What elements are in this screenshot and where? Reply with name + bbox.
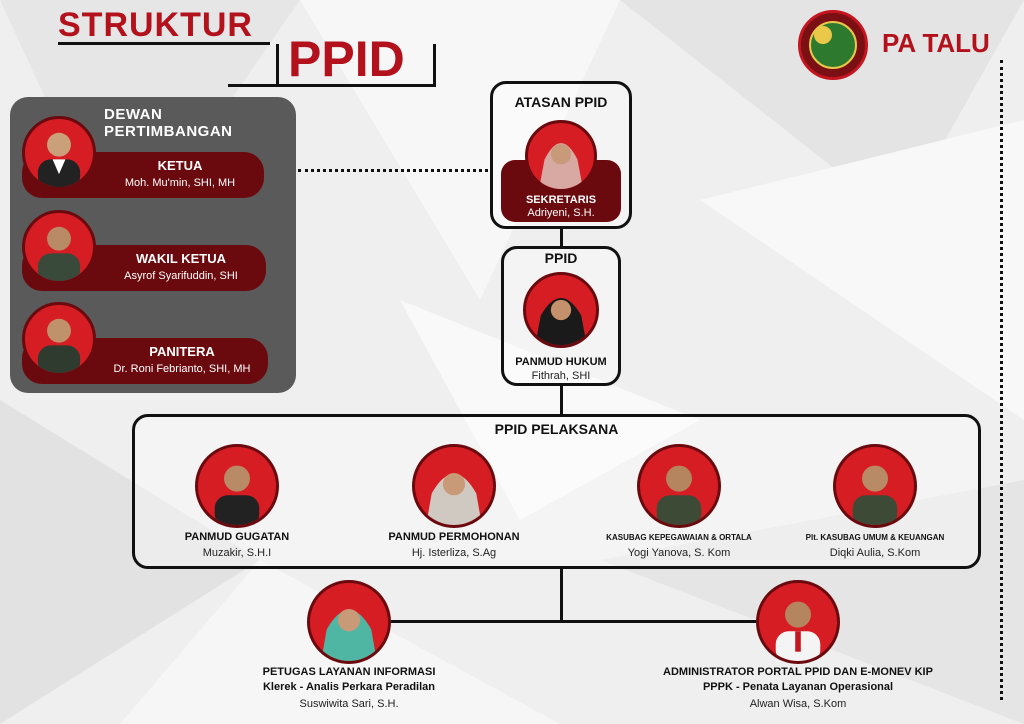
panmud-gugatan-photo [195,444,279,528]
kasubag-umum-photo [833,444,917,528]
ketua-photo [22,116,96,190]
sekretaris-role: SEKRETARIS [525,194,597,206]
title-divider-left [276,44,279,84]
ppid-name: Fithrah, SHI [531,370,591,382]
wakil-ketua-photo [22,210,96,284]
pelaksana-role-1: PANMUD GUGATAN [184,531,290,543]
kasubag-kepegawaian-photo [637,444,721,528]
dewan-title: DEWAN PERTIMBANGAN [104,106,233,140]
sekretaris-photo [525,120,597,192]
right-dotted-line [1000,60,1003,700]
pelaksana-role-2: PANMUD PERMOHONAN [388,531,520,543]
pelaksana-role-4: Plt. KASUBAG UMUM & KEUANGAN [805,533,945,542]
title-struktur: STRUKTUR [58,6,253,44]
petugas-layanan-photo [307,580,391,664]
ppid-role: PANMUD HUKUM [515,356,607,368]
pelaksana-name-4: Diqki Aulia, S.Kom [829,547,921,559]
pelaksana-name-3: Yogi Yanova, S. Kom [627,547,731,559]
dewan-connector [298,169,488,172]
title-divider-right [433,44,436,86]
bottom-role1-2: ADMINISTRATOR PORTAL PPID DAN E-MONEV KI… [663,666,933,678]
title-underline [58,42,270,45]
connector-pelaksana-bottom [560,569,563,621]
bottom-name-2: Alwan Wisa, S.Kom [749,698,847,710]
pelaksana-role-3: KASUBAG KEPEGAWAIAN & ORTALA [606,533,752,542]
connector-ppid-pelaksana [560,386,563,414]
bottom-role1-1: PETUGAS LAYANAN INFORMASI [262,666,436,678]
court-seal-logo [798,10,868,80]
panitera-photo [22,302,96,376]
pelaksana-name-2: Hj. Isterliza, S.Ag [411,547,497,559]
panmud-hukum-photo [523,272,599,348]
bottom-role2-1: Klerek - Analis Perkara Peradilan [262,681,435,693]
connector-bottom-horizontal [391,620,756,623]
sekretaris-name: Adriyeni, S.H. [527,207,595,219]
brand-name: PA TALU [882,28,990,58]
pelaksana-title: PPID PELAKSANA [494,421,619,437]
title-ppid: PPID [288,31,405,87]
ppid-title: PPID [544,250,578,266]
atasan-title: ATASAN PPID [514,94,608,110]
panmud-permohonan-photo [412,444,496,528]
bottom-name-1: Suswiwita Sari, S.H. [299,698,399,710]
connector-atasan-ppid [560,229,563,247]
administrator-portal-photo [756,580,840,664]
bottom-role2-2: PPPK - Penata Layanan Operasional [702,681,894,693]
title-baseline [228,84,436,87]
pelaksana-name-1: Muzakir, S.H.I [202,547,272,559]
